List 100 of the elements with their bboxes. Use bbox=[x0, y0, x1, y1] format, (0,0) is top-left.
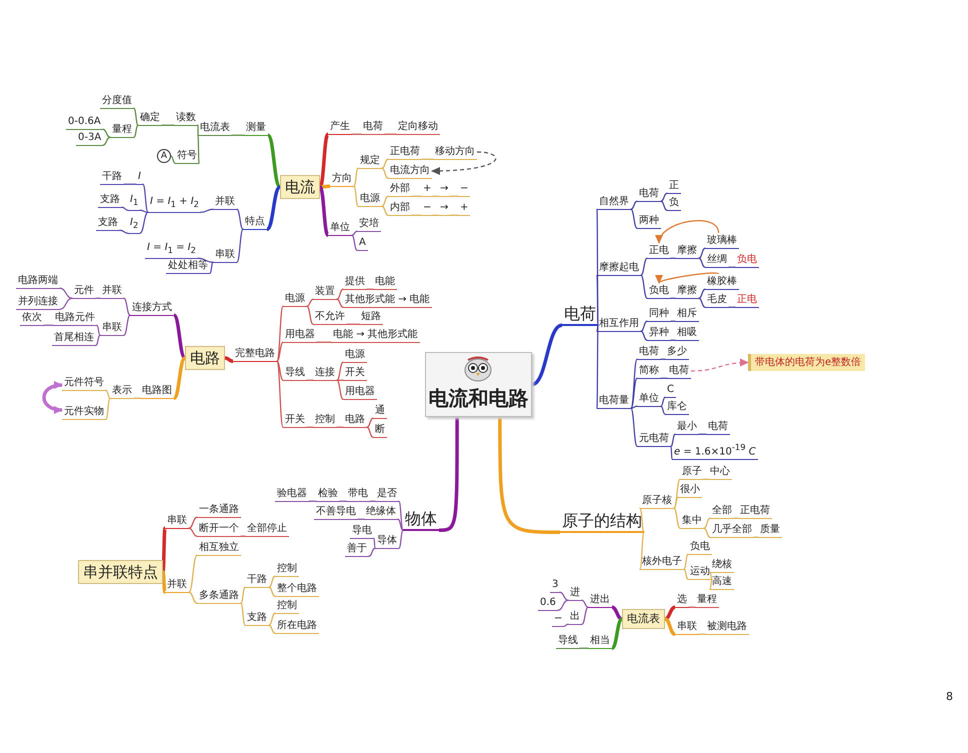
topic-label: 方向 bbox=[330, 171, 354, 187]
topic-label: 电荷量 bbox=[597, 393, 631, 409]
branch-line bbox=[336, 380, 344, 381]
branch-line bbox=[173, 314, 186, 360]
topic-label: 移动方向 bbox=[433, 144, 477, 160]
branch-line bbox=[173, 356, 186, 400]
topic-label: 导电 bbox=[350, 523, 374, 539]
topic-label: 断 bbox=[373, 422, 387, 438]
topic-label: 善于 bbox=[345, 541, 369, 557]
branch-line bbox=[660, 406, 666, 415]
branch-line bbox=[612, 606, 622, 621]
topic-label: 相当 bbox=[588, 633, 612, 649]
topic-label: 绕核 bbox=[710, 557, 734, 573]
branch-line bbox=[728, 306, 736, 308]
topic-label: 断开一个 bbox=[197, 521, 241, 537]
topic-box: 串并联特点 bbox=[78, 560, 163, 584]
branch-line bbox=[639, 532, 645, 570]
topic-label: I bbox=[136, 169, 143, 185]
branch-line bbox=[133, 398, 141, 399]
topic-label: 全部 bbox=[710, 503, 734, 519]
branch-line bbox=[381, 168, 389, 179]
branch-line bbox=[268, 586, 276, 597]
branch-line bbox=[531, 324, 563, 386]
topic-label: 电能 bbox=[373, 274, 397, 290]
branch-line bbox=[197, 258, 214, 263]
topic-label: 电荷 bbox=[562, 304, 598, 326]
branch-line bbox=[366, 426, 374, 438]
branch-line bbox=[95, 298, 101, 299]
branch-line bbox=[673, 496, 679, 509]
branch-line bbox=[188, 554, 198, 593]
topic-label: 单位 bbox=[637, 391, 661, 407]
topic-label: 分度值 bbox=[100, 93, 134, 109]
topic-label: 电荷 bbox=[361, 119, 385, 135]
branch-line bbox=[630, 358, 638, 409]
branch-line bbox=[670, 258, 676, 259]
topic-label: 电源 bbox=[283, 291, 307, 307]
topic-label: 绝缘体 bbox=[364, 504, 398, 520]
topic-label: 相互作用 bbox=[597, 316, 641, 332]
branch-line bbox=[306, 380, 314, 381]
branch-line bbox=[660, 200, 668, 211]
branch-line bbox=[640, 320, 648, 332]
topic-label: + bbox=[458, 200, 470, 216]
branch-line bbox=[231, 134, 245, 136]
topic-label: 中心 bbox=[708, 464, 732, 480]
topic-box: 电流表 bbox=[622, 609, 665, 629]
branch-line bbox=[59, 298, 73, 310]
topic-label: 支路 bbox=[96, 215, 120, 231]
branch-line bbox=[381, 196, 389, 207]
branch-line bbox=[102, 128, 111, 138]
topic-label: C bbox=[665, 382, 676, 398]
branch-line bbox=[660, 396, 666, 407]
branch-line bbox=[236, 228, 244, 263]
branch-line bbox=[351, 230, 358, 236]
topic-label: → bbox=[438, 200, 450, 216]
topic-label: 元件 bbox=[72, 283, 96, 299]
topic-label: 导线 bbox=[283, 365, 307, 381]
topic-label: − bbox=[421, 200, 434, 216]
topic-label: 并联 bbox=[213, 194, 237, 210]
branch-line bbox=[266, 134, 282, 188]
branch-line bbox=[368, 548, 376, 557]
topic-label: e = 1.6×10$^{-19}$ C bbox=[672, 440, 758, 460]
topic-label: 是否 bbox=[375, 486, 399, 502]
branch-line bbox=[266, 185, 281, 231]
topic-label: 控制 bbox=[275, 598, 299, 614]
branch-line bbox=[268, 624, 276, 634]
branch-line bbox=[670, 320, 676, 322]
topic-label: 干路 bbox=[245, 572, 269, 588]
topic-label: 定向移动 bbox=[396, 119, 440, 135]
branch-line bbox=[224, 356, 234, 363]
topic-label: 负电 bbox=[735, 252, 759, 268]
branch-line bbox=[119, 230, 129, 234]
topic-label: 安培 bbox=[357, 216, 381, 232]
topic-label: 多少 bbox=[665, 344, 689, 360]
branch-line bbox=[353, 186, 359, 207]
branch-line bbox=[381, 158, 389, 169]
topic-label: 负 bbox=[667, 195, 681, 211]
branch-line bbox=[581, 606, 589, 625]
topic-label: 量程 bbox=[110, 122, 134, 138]
branch-line bbox=[421, 158, 434, 160]
topic-label: 正电 bbox=[647, 243, 671, 259]
topic-label: 电流方向 bbox=[388, 163, 432, 179]
topic-label: 控制 bbox=[313, 412, 337, 428]
topic-label: 符号 bbox=[175, 148, 199, 164]
branch-line bbox=[640, 258, 648, 276]
topic-label: 处处相等 bbox=[166, 258, 210, 274]
branch-line bbox=[698, 298, 706, 308]
branch-line bbox=[336, 380, 344, 400]
branch-line bbox=[346, 324, 360, 325]
branch-line bbox=[640, 274, 648, 299]
topic-label: 全部停止 bbox=[245, 521, 289, 537]
branch-line bbox=[557, 600, 569, 611]
topic-label: 两种 bbox=[637, 213, 661, 229]
topic-label: 产生 bbox=[328, 119, 352, 135]
topic-label: 读数 bbox=[174, 110, 198, 126]
branch-line bbox=[351, 134, 362, 135]
topic-label: 串联 bbox=[213, 247, 237, 263]
topic-label: 带电 bbox=[346, 486, 370, 502]
topic-label: 自然界 bbox=[597, 194, 631, 210]
topic-label: 出 bbox=[568, 609, 582, 625]
dashed-arrow bbox=[690, 358, 749, 372]
